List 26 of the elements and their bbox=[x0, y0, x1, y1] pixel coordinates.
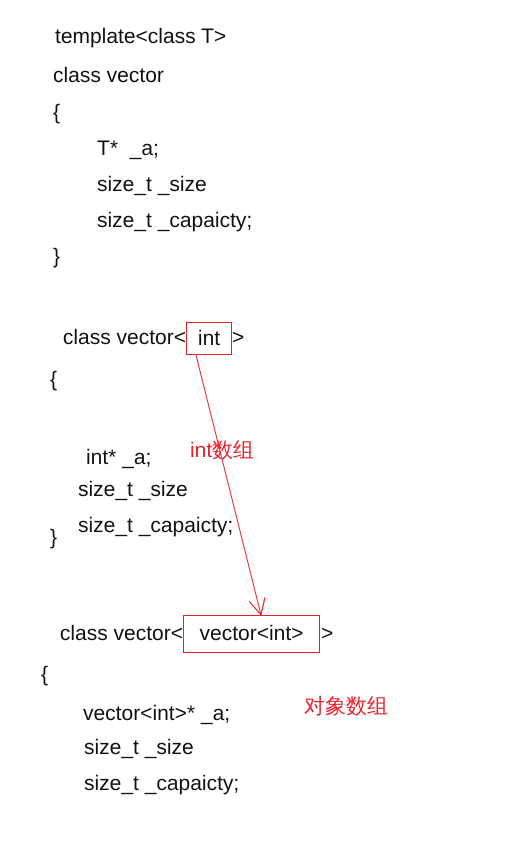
code-text: { bbox=[53, 101, 60, 125]
code-text: class vector< bbox=[60, 622, 183, 646]
highlight-box bbox=[186, 322, 232, 355]
code-text: int bbox=[198, 326, 220, 350]
code-text: int* _a; bbox=[86, 446, 152, 470]
code-text: vector<int> bbox=[200, 622, 304, 646]
arrow bbox=[196, 354, 266, 616]
code-text: class vector< bbox=[62, 326, 186, 350]
code-text: size_t _size bbox=[97, 173, 207, 197]
code-text: size_t _capaicty; bbox=[84, 772, 240, 796]
code-text: class vector bbox=[53, 64, 164, 88]
code-text: > bbox=[321, 622, 334, 646]
code-text: size_t _size bbox=[84, 736, 194, 760]
code-text: > bbox=[232, 326, 244, 350]
highlight-box bbox=[183, 615, 320, 653]
code-text: } bbox=[53, 245, 60, 269]
code-text: { bbox=[50, 368, 58, 392]
code-text: size_t _capaicty; bbox=[97, 209, 252, 233]
code-text: template<class T> bbox=[55, 25, 226, 49]
code-text: { bbox=[41, 663, 48, 687]
annotation-text: 对象数组 bbox=[304, 695, 388, 719]
code-text: T* _a; bbox=[97, 137, 159, 161]
code-text: } bbox=[50, 526, 58, 550]
code-text: size_t _capaicty; bbox=[78, 514, 234, 538]
code-text: size_t _size bbox=[78, 478, 188, 502]
code-text: vector<int>* _a; bbox=[83, 702, 230, 726]
